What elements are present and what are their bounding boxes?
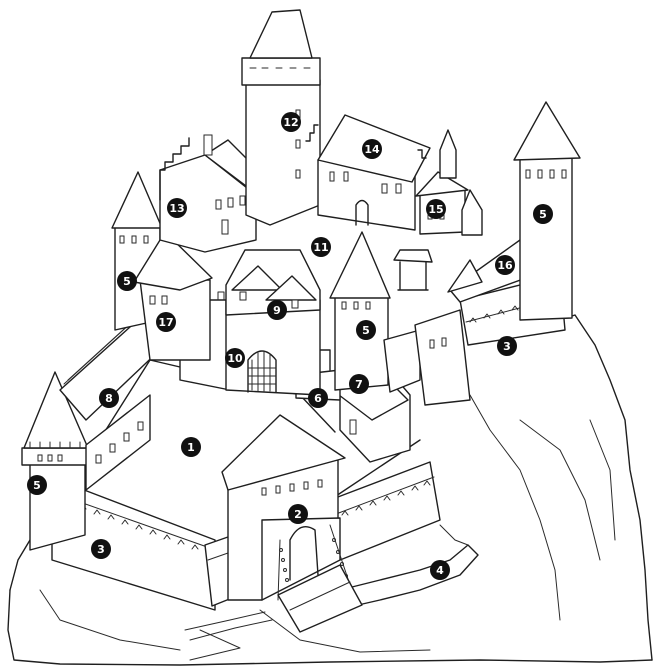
marker-label: 1 [187,441,195,454]
marker-m13: 13 [167,198,187,218]
inner-gatehouse [226,250,320,395]
central-tower [330,232,390,390]
marker-m2: 2 [288,504,308,524]
marker-label: 10 [227,352,243,365]
marker-label: 17 [158,316,173,329]
marker-m9: 9 [267,300,287,320]
keep [242,10,320,225]
marker-label: 15 [428,203,443,216]
marker-m3a: 3 [91,539,111,559]
marker-label: 5 [33,479,41,492]
marker-label: 11 [313,241,328,254]
marker-label: 4 [436,564,444,577]
marker-label: 6 [314,392,322,405]
marker-label: 7 [355,378,363,391]
marker-m3b: 3 [497,336,517,356]
marker-m1: 1 [181,437,201,457]
marker-m8: 8 [99,388,119,408]
marker-label: 5 [362,324,370,337]
marker-label: 8 [105,392,113,405]
marker-label: 3 [503,340,511,353]
marker-m5b: 5 [117,271,137,291]
marker-label: 16 [497,259,513,272]
marker-m10: 10 [225,348,245,368]
marker-label: 12 [283,116,298,129]
marker-m16: 16 [495,255,515,275]
marker-m4: 4 [430,560,450,580]
marker-m5a: 5 [27,475,47,495]
marker-label: 5 [123,275,131,288]
marker-m14: 14 [362,139,382,159]
marker-m17: 17 [156,312,176,332]
marker-m15: 15 [426,199,446,219]
marker-m5d: 5 [533,204,553,224]
marker-m12: 12 [281,112,301,132]
marker-m7: 7 [349,374,369,394]
well [394,250,432,290]
marker-label: 5 [539,208,547,221]
marker-label: 9 [273,304,281,317]
marker-m5c: 5 [356,320,376,340]
marker-label: 2 [294,508,302,521]
marker-m6: 6 [308,388,328,408]
marker-m11: 11 [311,237,331,257]
stepped-gable-house [160,135,258,252]
great-hall [306,115,430,230]
marker-label: 3 [97,543,105,556]
marker-label: 13 [169,202,184,215]
marker-label: 14 [364,143,380,156]
